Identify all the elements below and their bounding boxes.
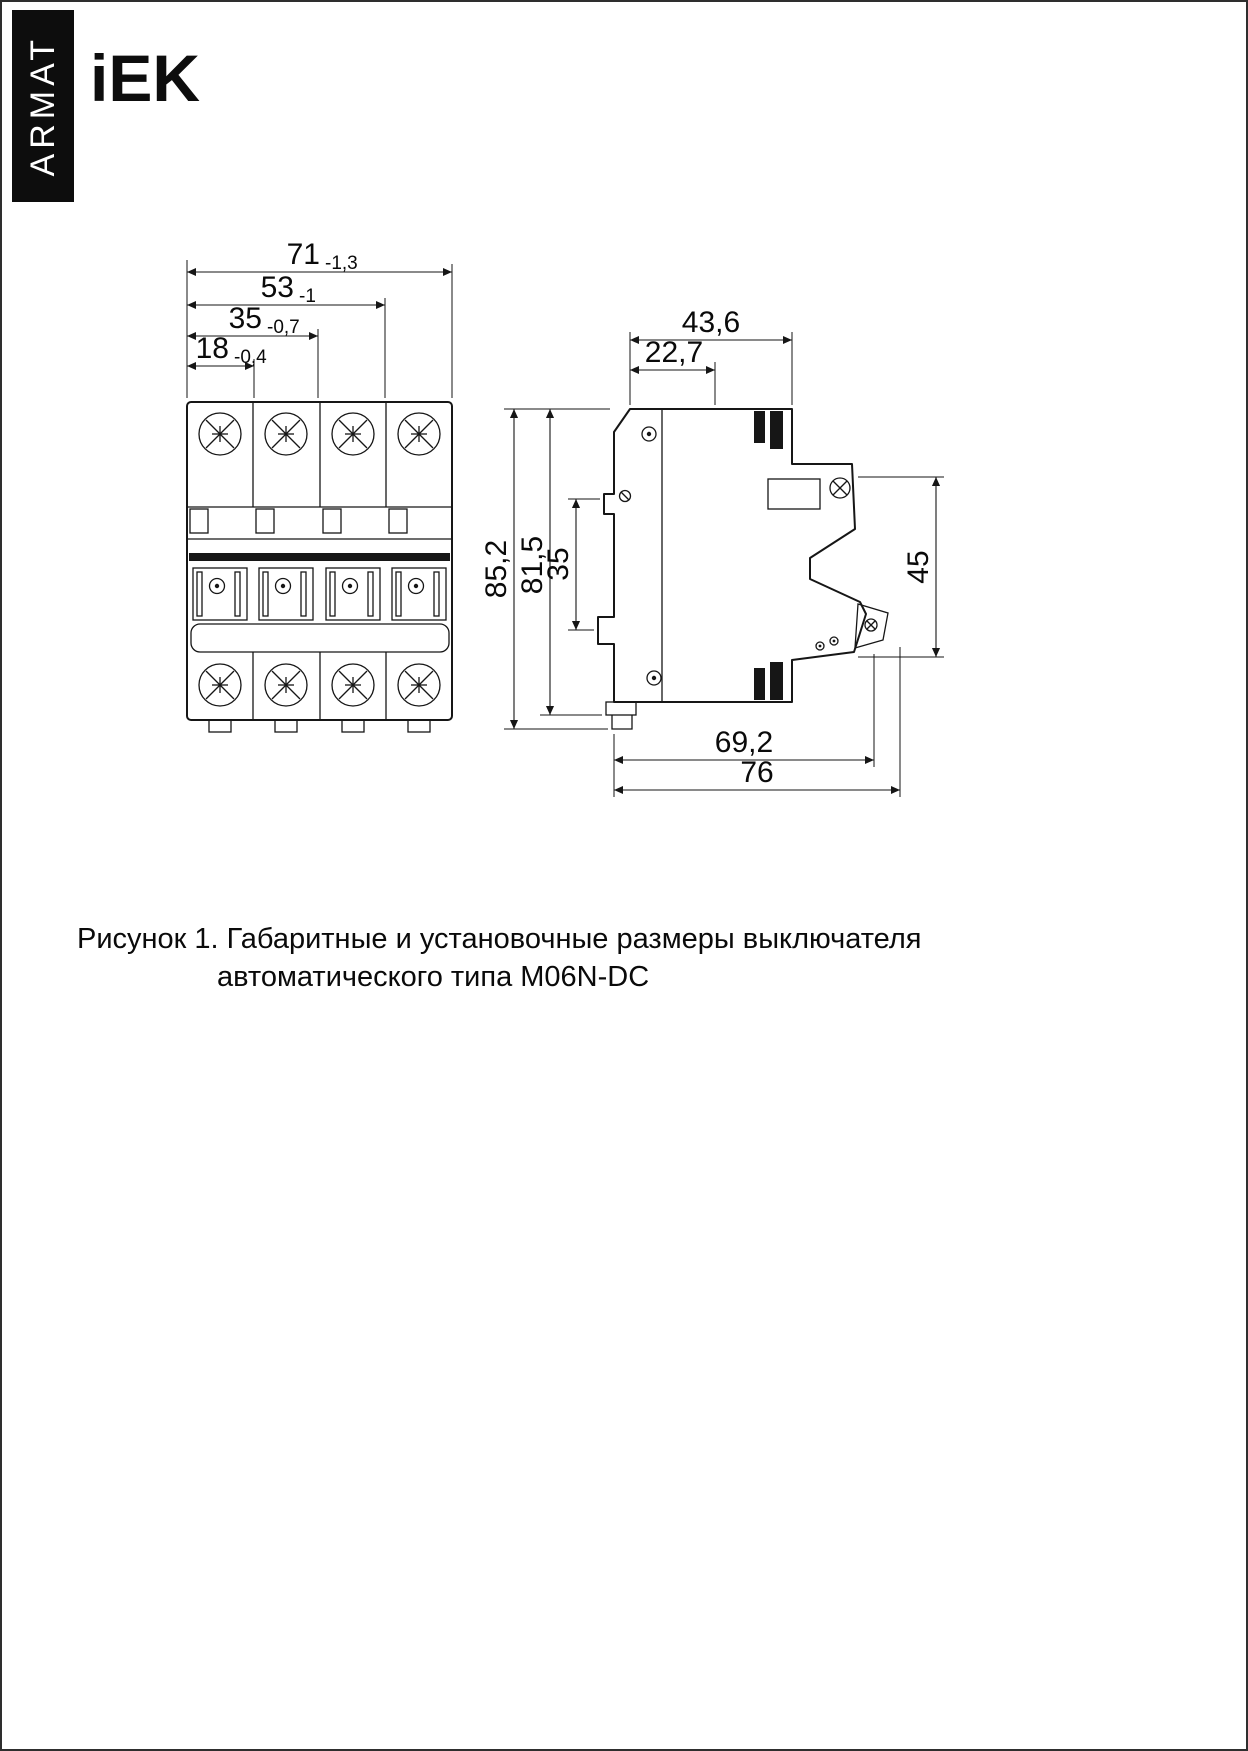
din-latch-tail xyxy=(611,715,633,730)
mount-tab xyxy=(407,719,431,733)
figure-caption-line2: автоматического типа M06N-DC xyxy=(217,961,650,994)
screw-terminal xyxy=(264,412,308,456)
dim-height-total: 85,2 xyxy=(480,540,513,598)
toggle-lever xyxy=(854,603,889,649)
front-view xyxy=(186,401,453,733)
figure-caption-line1: Рисунок 1. Габаритные и установочные раз… xyxy=(77,923,922,955)
screw-terminal xyxy=(397,663,441,707)
screw-terminal xyxy=(264,663,308,707)
terminal-clamp xyxy=(255,508,275,534)
pole-window xyxy=(391,567,447,621)
dim-width-53: 53 xyxy=(261,271,294,304)
marking-window xyxy=(767,478,821,510)
armat-brand-bar: ARMAT xyxy=(12,10,74,202)
mount-tab xyxy=(341,719,365,733)
iek-logo: iEK xyxy=(90,41,201,115)
pole-window xyxy=(192,567,248,621)
side-view-dimensions: 43,6 22,7 85,2 81,5 35 45 xyxy=(480,306,944,797)
toggle-bar xyxy=(190,623,450,653)
dim-width-53-tolerance: -1 xyxy=(299,286,316,307)
terminal-clamp xyxy=(388,508,408,534)
screw-terminal xyxy=(397,412,441,456)
mount-tab xyxy=(208,719,232,733)
pole-window xyxy=(325,567,381,621)
figure-caption: Рисунок 1. Габаритные и установочные раз… xyxy=(77,920,921,997)
technical-drawing: 71 -1,3 53 -1 35 -0,7 18 -0,4 xyxy=(186,238,944,797)
dim-width-71-tolerance: -1,3 xyxy=(325,253,358,274)
dim-bottom-inner: 69,2 xyxy=(715,726,773,759)
dim-width-18: 18 xyxy=(196,332,229,365)
front-dark-band xyxy=(189,553,450,561)
mount-tab xyxy=(274,719,298,733)
dim-width-35: 35 xyxy=(229,302,262,335)
dim-width-35-tolerance: -0,7 xyxy=(267,317,300,338)
dim-depth-45: 45 xyxy=(902,550,935,583)
pole-window xyxy=(258,567,314,621)
screw-terminal xyxy=(331,663,375,707)
side-terminal-screw xyxy=(829,477,851,499)
din-latch-foot xyxy=(605,701,637,716)
front-view-dimensions: 71 -1,3 53 -1 35 -0,7 18 -0,4 xyxy=(186,238,453,398)
screw-terminal xyxy=(198,412,242,456)
terminal-clamp xyxy=(322,508,342,534)
dim-rail-35: 35 xyxy=(542,547,575,580)
dim-height-body: 81,5 xyxy=(516,536,549,594)
screw-terminal xyxy=(198,663,242,707)
terminal-clamp xyxy=(189,508,209,534)
dim-top-inner: 22,7 xyxy=(645,336,703,369)
side-view xyxy=(597,408,889,730)
dim-top-outer: 43,6 xyxy=(682,306,740,339)
screw-terminal xyxy=(331,412,375,456)
dim-bottom-outer: 76 xyxy=(740,756,773,789)
dim-width-18-tolerance: -0,4 xyxy=(234,347,267,368)
dim-width-71: 71 xyxy=(287,238,320,271)
